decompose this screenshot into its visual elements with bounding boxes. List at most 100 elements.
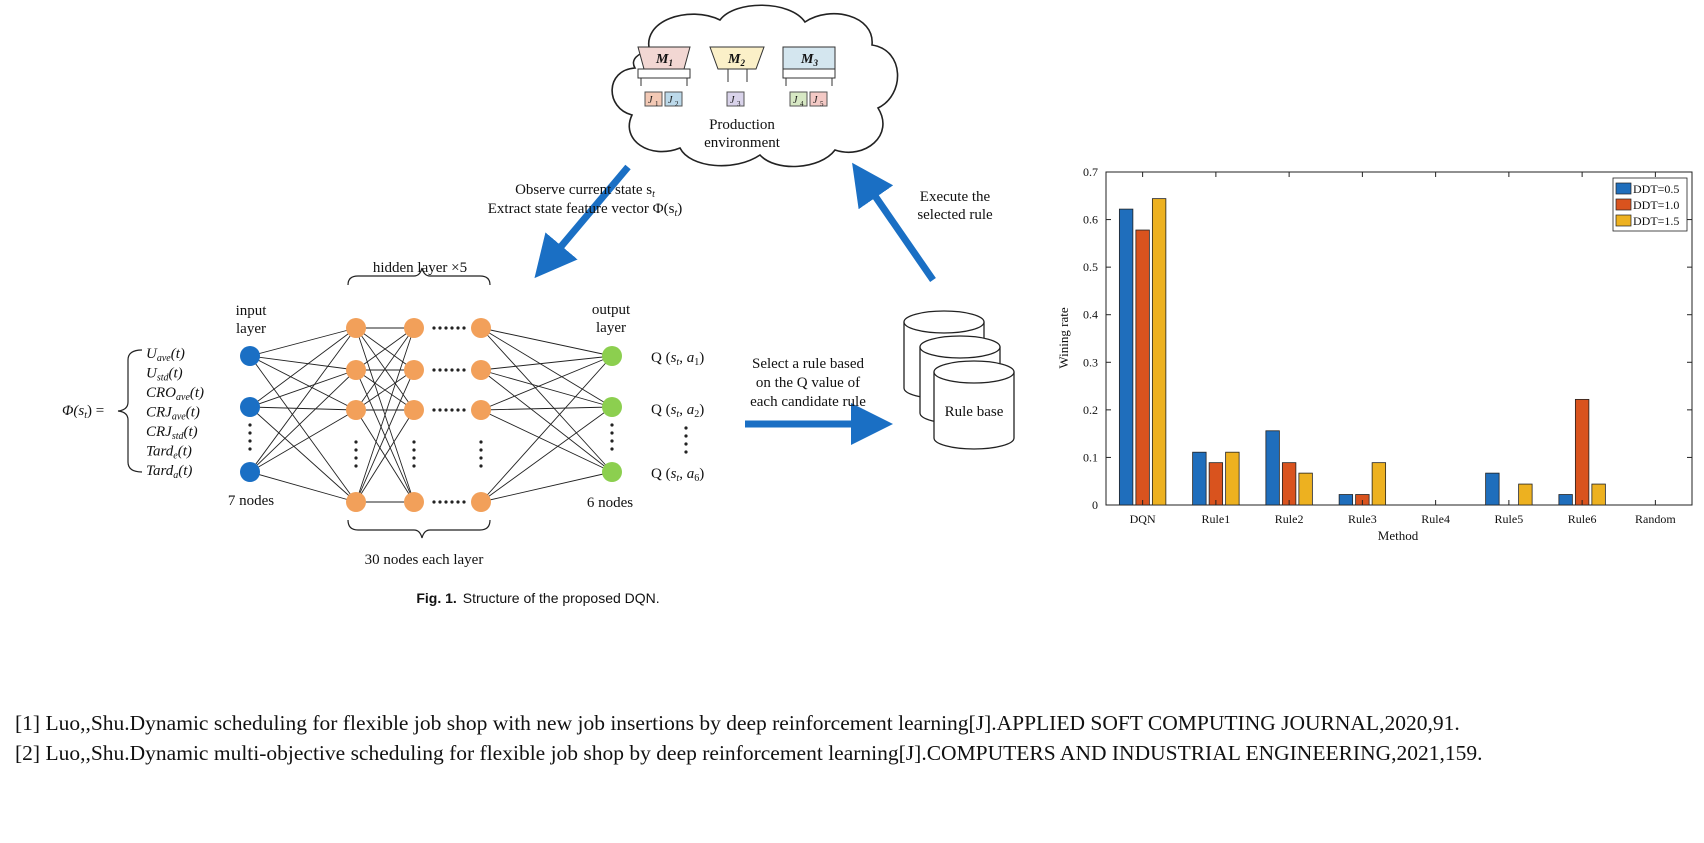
x-tick-label: Rule2 bbox=[1275, 512, 1304, 526]
output-node bbox=[602, 462, 622, 482]
ellipsis-dot bbox=[456, 368, 460, 372]
ellipsis-dot bbox=[438, 326, 442, 330]
x-tick-label: Rule6 bbox=[1568, 512, 1597, 526]
bar bbox=[1485, 472, 1500, 506]
bar bbox=[1574, 398, 1590, 506]
legend-swatch bbox=[1615, 198, 1632, 211]
ellipsis-dot bbox=[432, 368, 436, 372]
ellipsis-dot bbox=[450, 500, 454, 504]
references: [1] Luo,,Shu.Dynamic scheduling for flex… bbox=[15, 708, 1635, 768]
legend-label: DDT=0.5 bbox=[1633, 182, 1679, 196]
svg-text:5: 5 bbox=[820, 100, 824, 108]
ellipsis-dot bbox=[610, 447, 614, 451]
ellipsis-dot bbox=[456, 408, 460, 412]
ellipsis-dot bbox=[248, 431, 252, 435]
output-layer-label-2: layer bbox=[596, 320, 626, 336]
hidden-layer-label: hidden layer ×5 bbox=[373, 260, 467, 276]
input-layer-label-2: layer bbox=[236, 321, 266, 337]
hidden-node bbox=[346, 492, 366, 512]
bar bbox=[1225, 451, 1240, 506]
y-tick-label: 0.7 bbox=[1083, 165, 1098, 179]
hidden-node bbox=[471, 360, 491, 380]
ellipsis-dot bbox=[248, 439, 252, 443]
y-tick-label: 0.1 bbox=[1083, 450, 1098, 464]
ellipsis-dot bbox=[450, 326, 454, 330]
input-nodes-label: 7 nodes bbox=[228, 493, 274, 509]
execute-text-2: selected rule bbox=[917, 207, 993, 223]
legend-label: DDT=1.5 bbox=[1633, 214, 1679, 228]
svg-text:J: J bbox=[648, 95, 653, 106]
ellipsis-dot bbox=[354, 456, 358, 460]
observe-text-1: Observe current state st bbox=[515, 182, 655, 200]
ellipsis-dot bbox=[248, 447, 252, 451]
machine-m2-label: M2 bbox=[727, 52, 745, 68]
input-node bbox=[240, 462, 260, 482]
hidden-node bbox=[471, 400, 491, 420]
ellipsis-dot bbox=[450, 368, 454, 372]
bar bbox=[1208, 462, 1224, 506]
production-label-1: Production bbox=[709, 117, 775, 133]
ellipsis-dot bbox=[412, 448, 416, 452]
y-axis-ticks: 00.10.20.30.40.50.60.7 bbox=[1083, 165, 1692, 512]
ellipsis-dot bbox=[462, 368, 466, 372]
chart-bars bbox=[1118, 198, 1606, 506]
reference-2: [2] Luo,,Shu.Dynamic multi-objective sch… bbox=[15, 741, 1483, 765]
ellipsis-dot bbox=[438, 408, 442, 412]
legend-label: DDT=1.0 bbox=[1633, 198, 1679, 212]
legend-swatch bbox=[1615, 214, 1632, 227]
feature-list: Uave(t)Ustd(t)CROave(t)CRJave(t)CRJstd(t… bbox=[146, 346, 204, 481]
ellipsis-dot bbox=[479, 464, 483, 468]
legend-swatch bbox=[1615, 182, 1632, 195]
input-node bbox=[240, 397, 260, 417]
feature-item: CRJstd(t) bbox=[146, 424, 198, 442]
bar bbox=[1591, 483, 1606, 506]
ellipsis-dot bbox=[479, 448, 483, 452]
output-nodes-label: 6 nodes bbox=[587, 495, 633, 511]
ellipsis-dot bbox=[444, 408, 448, 412]
output-layer-label-1: output bbox=[592, 302, 631, 318]
hidden-node bbox=[346, 400, 366, 420]
bar bbox=[1118, 208, 1134, 506]
figure-caption: Fig. 1.Structure of the proposed DQN. bbox=[416, 590, 659, 606]
ellipsis-dot bbox=[248, 423, 252, 427]
ellipsis-dot bbox=[456, 500, 460, 504]
feature-item: Uave(t) bbox=[146, 346, 185, 364]
ellipsis-dot bbox=[432, 500, 436, 504]
observe-text-2: Extract state feature vector Φ(st) bbox=[488, 201, 682, 219]
y-tick-label: 0.5 bbox=[1083, 260, 1098, 274]
q-dots bbox=[684, 426, 688, 454]
feature-item: Tarda(t) bbox=[146, 463, 192, 481]
rule-base-icon bbox=[903, 310, 1015, 450]
ellipsis-dot bbox=[354, 448, 358, 452]
svg-text:J: J bbox=[793, 95, 798, 106]
bar bbox=[1192, 451, 1207, 506]
bar bbox=[1281, 462, 1297, 506]
ellipsis-dot bbox=[462, 408, 466, 412]
svg-text:J: J bbox=[730, 95, 735, 106]
y-tick-label: 0.3 bbox=[1083, 355, 1098, 369]
y-tick-label: 0.4 bbox=[1083, 308, 1098, 322]
feature-brace bbox=[117, 349, 143, 473]
rule-base-label: Rule base bbox=[945, 404, 1004, 420]
q-value-label: Q (st, a2) bbox=[651, 402, 704, 420]
ellipsis-dot bbox=[610, 439, 614, 443]
machine-m3-label: M3 bbox=[800, 52, 818, 68]
hidden-node bbox=[404, 400, 424, 420]
feature-item: CROave(t) bbox=[146, 385, 204, 403]
production-label-2: environment bbox=[704, 135, 781, 151]
ellipsis-dot bbox=[412, 464, 416, 468]
chart-x-label: Method bbox=[1378, 528, 1419, 543]
ellipsis-dot bbox=[412, 456, 416, 460]
svg-text:J: J bbox=[813, 95, 818, 106]
bar bbox=[1338, 494, 1354, 506]
hidden-node bbox=[471, 492, 491, 512]
hidden-brace-top bbox=[347, 267, 491, 286]
hidden-node bbox=[471, 318, 491, 338]
q-value-list: Q (st, a1)Q (st, a2)Q (st, a6) bbox=[651, 350, 704, 484]
ellipsis-dot bbox=[462, 500, 466, 504]
svg-text:2: 2 bbox=[675, 100, 679, 108]
